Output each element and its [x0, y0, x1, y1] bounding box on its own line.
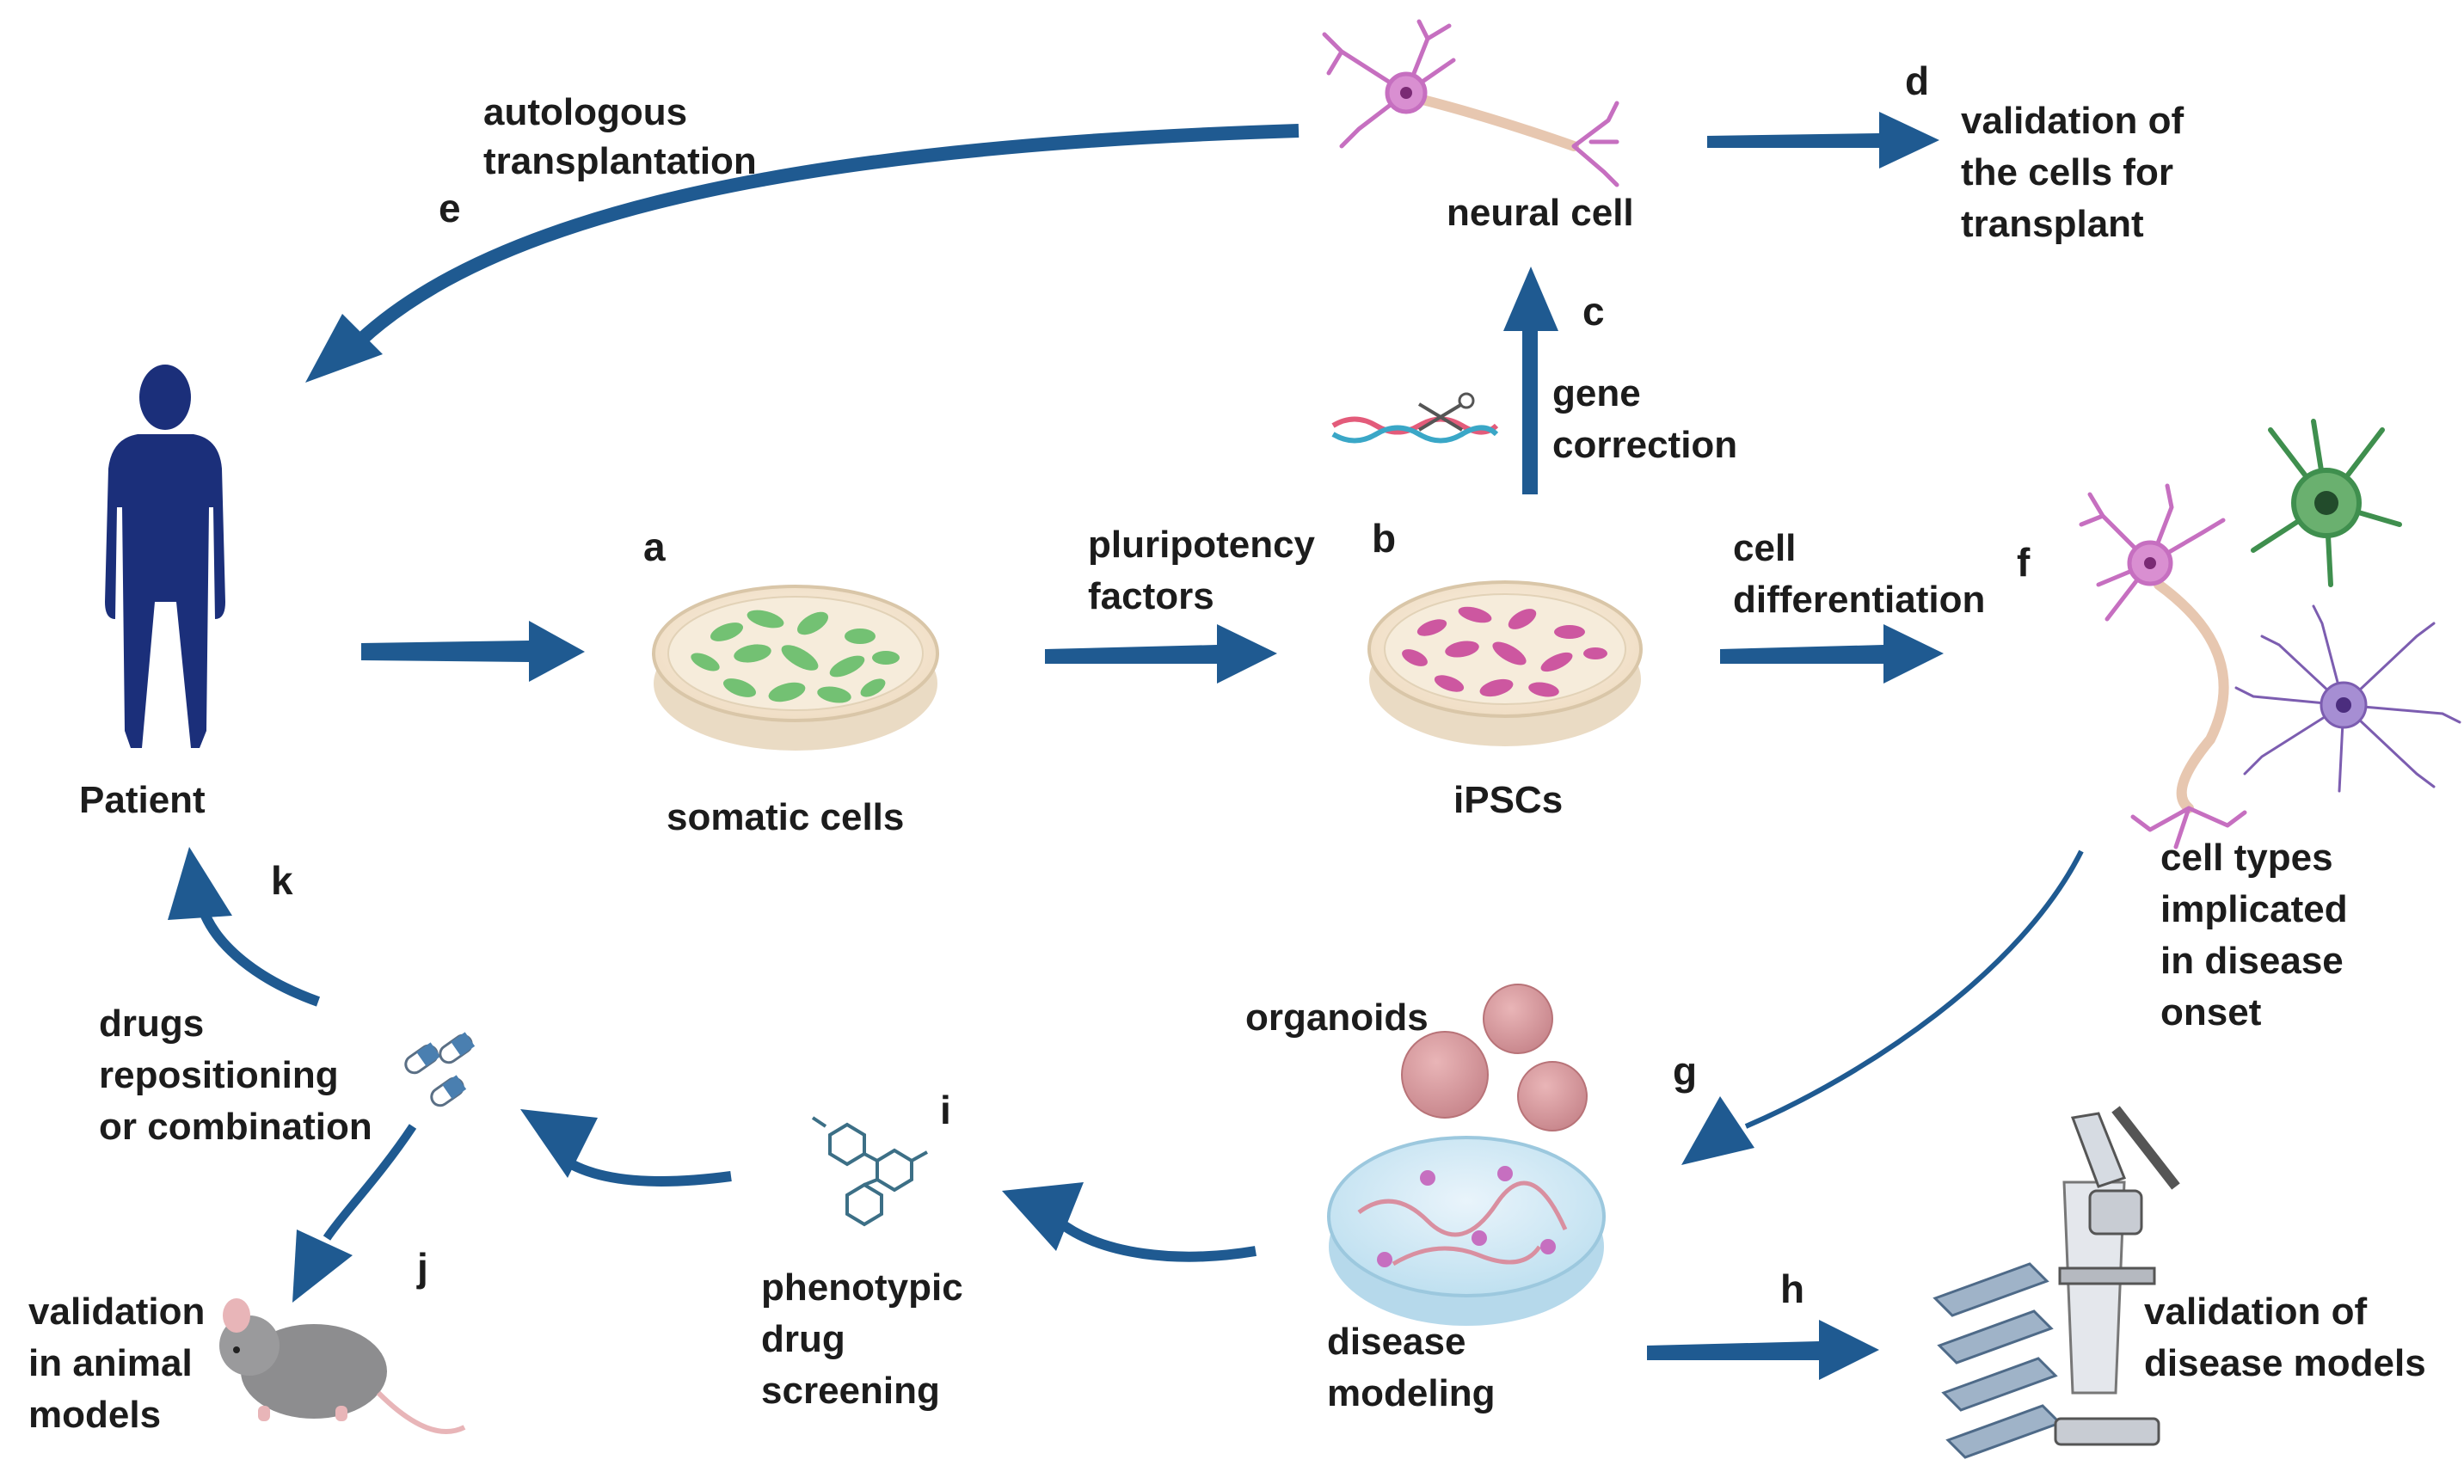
disease-modeling-label-line2: modeling — [1327, 1372, 1496, 1414]
gene-correction-label-line1: gene — [1552, 372, 1641, 414]
pink-neuron-icon — [2079, 483, 2247, 849]
animal-models-label-line2: in animal — [28, 1342, 193, 1384]
animal-models-label-line1: validation — [28, 1291, 205, 1333]
gene-correction-label-line2: correction — [1552, 424, 1737, 466]
green-glial-cell-icon — [2251, 419, 2402, 587]
cell-differentiation-label-line1: cell — [1733, 527, 1796, 569]
validation-transplant-line1: validation of — [1961, 100, 2184, 142]
microscope-slides-icon — [1932, 1106, 2180, 1459]
somatic-cells-dish-icon — [652, 585, 939, 751]
step-letter-f: f — [2017, 540, 2031, 585]
arrow-ipsc-to-neural-cell — [1503, 267, 1558, 494]
step-letter-h: h — [1780, 1266, 1804, 1311]
validation-models-label-line1: validation of — [2144, 1291, 2367, 1333]
ipsc-dish-icon — [1367, 580, 1643, 746]
pills-icon — [404, 1032, 476, 1107]
step-letter-k: k — [271, 858, 293, 903]
cell-types-label-line2: implicated — [2160, 888, 2348, 930]
autologous-label-line2: transplantation — [483, 140, 757, 182]
arrow-patient-to-somatic — [361, 621, 585, 682]
cell-types-label-line3: in disease — [2160, 940, 2344, 982]
arrow-disease-to-screening — [1002, 1182, 1257, 1262]
step-letter-e: e — [439, 186, 461, 230]
step-letter-a: a — [643, 524, 666, 569]
molecule-icon — [811, 1116, 928, 1227]
arrow-drugs-to-patient — [168, 847, 321, 1007]
arrow-screening-to-drugs — [520, 1109, 732, 1187]
pluripotency-label-line1: pluripotency — [1088, 524, 1316, 566]
patient-silhouette-icon — [105, 365, 225, 748]
step-letter-d: d — [1905, 58, 1929, 103]
step-letter-b: b — [1372, 516, 1396, 561]
autologous-label-line1: autologous — [483, 91, 687, 133]
phenotypic-label-line3: screening — [761, 1370, 940, 1412]
drugs-label-line1: drugs — [99, 1003, 204, 1045]
arrow-autologous-transplantation — [305, 124, 1300, 383]
arrow-neural-to-validation — [1707, 112, 1939, 169]
drugs-label-line2: repositioning — [99, 1054, 339, 1096]
cell-differentiation-label-line2: differentiation — [1733, 579, 1985, 621]
step-letter-c: c — [1582, 289, 1605, 334]
pluripotency-label-line2: factors — [1088, 575, 1214, 617]
cell-types-label-line4: onset — [2160, 991, 2262, 1033]
arrow-disease-to-validation-models — [1647, 1320, 1879, 1380]
phenotypic-label-line1: phenotypic — [761, 1266, 963, 1309]
disease-modeling-label-line1: disease — [1327, 1321, 1465, 1363]
step-letter-j: j — [416, 1245, 428, 1290]
arrow-somatic-to-ipsc — [1045, 624, 1277, 684]
purple-astrocyte-icon — [2234, 604, 2461, 793]
dna-scissors-icon — [1331, 392, 1499, 444]
drugs-label-line3: or combination — [99, 1106, 372, 1148]
patient-label: Patient — [79, 779, 206, 821]
neural-cell-icon — [1322, 19, 1619, 187]
arrow-drugs-to-animal — [292, 1124, 417, 1303]
disease-modeling-dish-icon — [1327, 1136, 1606, 1326]
organoids-label: organoids — [1245, 996, 1429, 1039]
step-letter-g: g — [1673, 1049, 1697, 1094]
ipscs-label: iPSCs — [1453, 779, 1563, 821]
neural-cell-label: neural cell — [1447, 192, 1634, 234]
step-letter-i: i — [940, 1088, 951, 1132]
animal-models-label-line3: models — [28, 1394, 161, 1436]
organoids-icon — [1401, 984, 1588, 1131]
cell-types-label-line1: cell types — [2160, 837, 2333, 879]
validation-transplant-line3: transplant — [1961, 203, 2144, 245]
validation-transplant-line2: the cells for — [1961, 151, 2173, 193]
arrow-ipsc-to-cell-types — [1720, 624, 1944, 684]
validation-models-label-line2: disease models — [2144, 1342, 2426, 1384]
arrow-cell-types-to-disease-modeling — [1681, 849, 2084, 1165]
phenotypic-label-line2: drug — [761, 1318, 845, 1360]
mouse-icon — [219, 1298, 466, 1434]
somatic-cells-label: somatic cells — [667, 796, 904, 838]
